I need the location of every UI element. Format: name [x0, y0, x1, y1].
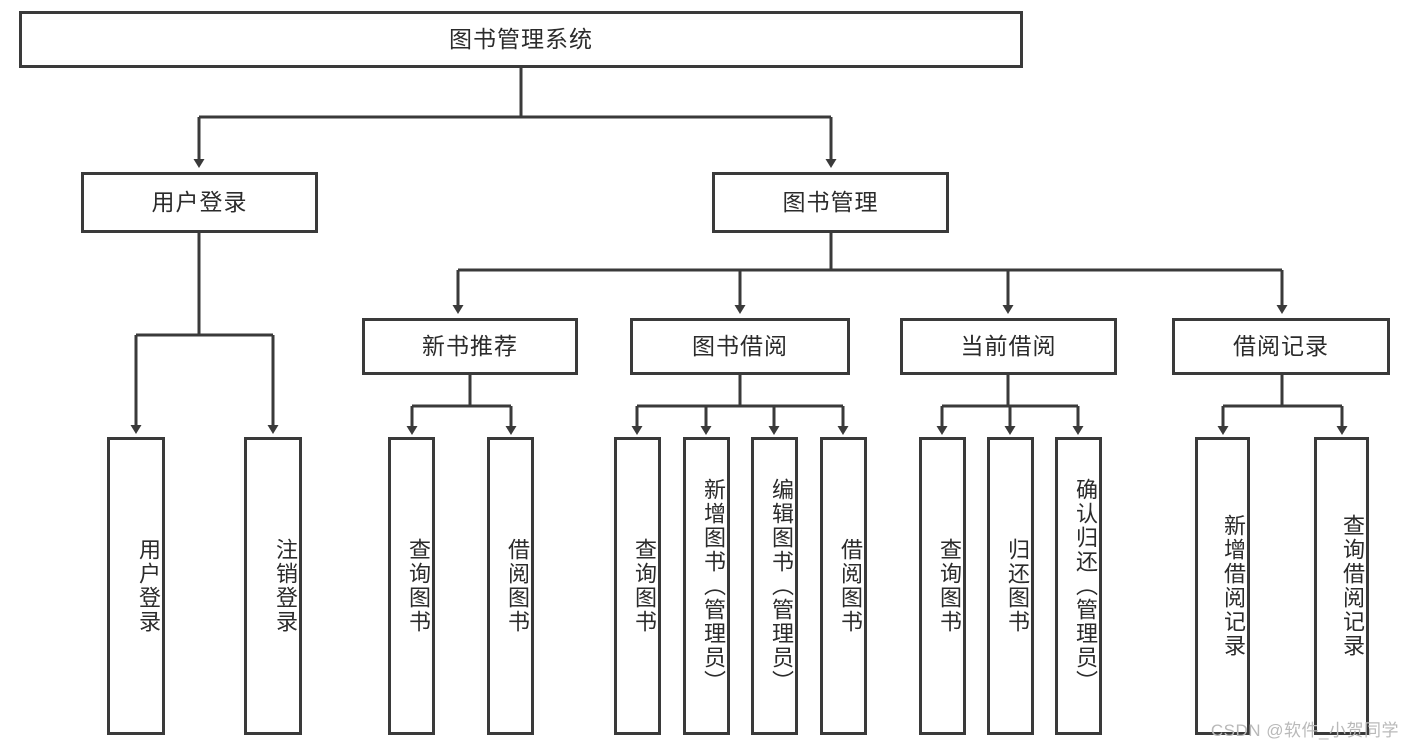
leaf-current-confirm-return-label: 确认归还（管理员）: [1073, 478, 1098, 694]
node-user-login-label: 用户登录: [151, 188, 248, 215]
leaf-user-login-label: 用户登录: [136, 538, 161, 634]
node-current-borrow-label: 当前借阅: [960, 332, 1057, 359]
node-new-book-recommend-label: 新书推荐: [422, 332, 518, 359]
leaf-record-add-record[interactable]: 新增借阅记录: [1195, 437, 1250, 735]
leaf-current-return-book[interactable]: 归还图书: [987, 437, 1034, 735]
leaf-borrow-edit-book-label: 编辑图书（管理员）: [769, 478, 794, 694]
node-root-label: 图书管理系统: [449, 25, 593, 52]
node-new-book-recommend[interactable]: 新书推荐: [362, 318, 578, 375]
leaf-newbook-borrow-book[interactable]: 借阅图书: [487, 437, 534, 735]
leaf-newbook-borrow-book-label: 借阅图书: [505, 538, 530, 634]
node-borrow-record[interactable]: 借阅记录: [1172, 318, 1390, 375]
leaf-current-confirm-return[interactable]: 确认归还（管理员）: [1055, 437, 1102, 735]
node-book-borrow-label: 图书借阅: [692, 332, 788, 359]
leaf-record-query-record-label: 查询借阅记录: [1340, 514, 1365, 658]
node-borrow-record-label: 借阅记录: [1233, 332, 1329, 359]
node-book-management-label: 图书管理: [782, 188, 879, 215]
leaf-newbook-query-book[interactable]: 查询图书: [388, 437, 435, 735]
node-root[interactable]: 图书管理系统: [19, 11, 1023, 68]
leaf-logout[interactable]: 注销登录: [244, 437, 302, 735]
leaf-borrow-add-book-label: 新增图书（管理员）: [701, 478, 726, 694]
node-current-borrow[interactable]: 当前借阅: [900, 318, 1117, 375]
leaf-user-login[interactable]: 用户登录: [107, 437, 165, 735]
leaf-borrow-query-book-label: 查询图书: [632, 538, 657, 634]
leaf-record-query-record[interactable]: 查询借阅记录: [1314, 437, 1369, 735]
node-book-management[interactable]: 图书管理: [712, 172, 949, 233]
node-book-borrow[interactable]: 图书借阅: [630, 318, 850, 375]
leaf-borrow-borrow-book[interactable]: 借阅图书: [820, 437, 867, 735]
leaf-record-add-record-label: 新增借阅记录: [1221, 514, 1246, 658]
leaf-logout-label: 注销登录: [273, 538, 298, 634]
node-user-login[interactable]: 用户登录: [81, 172, 318, 233]
leaf-borrow-query-book[interactable]: 查询图书: [614, 437, 661, 735]
leaf-borrow-add-book[interactable]: 新增图书（管理员）: [683, 437, 730, 735]
leaf-current-query-book-label: 查询图书: [937, 538, 962, 634]
leaf-newbook-query-book-label: 查询图书: [406, 538, 431, 634]
leaf-borrow-borrow-book-label: 借阅图书: [838, 538, 863, 634]
leaf-current-return-book-label: 归还图书: [1005, 538, 1030, 634]
leaf-borrow-edit-book[interactable]: 编辑图书（管理员）: [751, 437, 798, 735]
leaf-current-query-book[interactable]: 查询图书: [919, 437, 966, 735]
